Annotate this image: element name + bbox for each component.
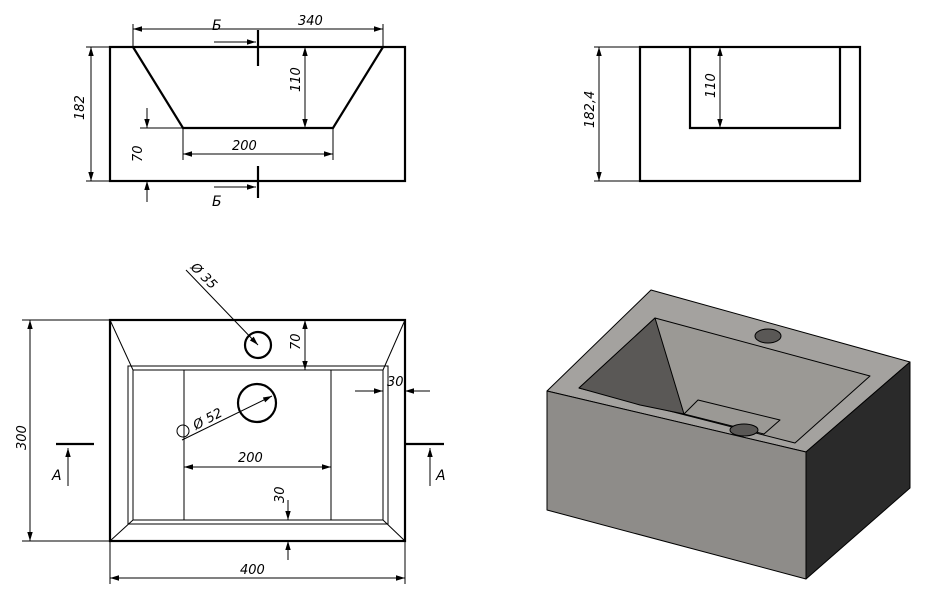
dim-inner-depth: 110 [289, 67, 304, 92]
side-outline [638, 45, 862, 183]
dim-inner-width: 200 [238, 451, 263, 466]
isometric-view [546, 289, 911, 580]
dim-height: 182 [73, 95, 88, 120]
front-basin-profile [132, 46, 384, 130]
section-mark-top: Б [212, 18, 222, 34]
dim-top-width: 340 [298, 14, 323, 29]
front-section-view: 340 110 182 70 200 Б Б [73, 14, 407, 210]
dim-wall: 30 [387, 375, 404, 390]
tap-hole [243, 330, 273, 360]
dim-side-height: 182,4 [583, 91, 598, 128]
sink-side-face [805, 361, 911, 580]
dim-bottom-wall: 30 [273, 486, 288, 503]
top-view: Ø 35 Ø 52 70 30 300 200 30 400 А [15, 260, 446, 584]
dim-side-inner-depth: 110 [704, 73, 719, 98]
front-outline [108, 45, 407, 183]
top-outer-rim [108, 318, 407, 543]
dim-tap-offset: 70 [289, 333, 304, 350]
iso-drain [729, 423, 759, 437]
section-mark-left: А [51, 468, 62, 484]
dim-bottom-width: 200 [232, 139, 257, 154]
dim-width: 400 [240, 563, 265, 578]
drain-hole [236, 382, 278, 424]
dim-drain-diameter: Ø 52 [190, 406, 225, 434]
dim-depth: 300 [15, 425, 30, 450]
side-basin-profile [688, 47, 842, 130]
top-basin-opening [132, 369, 384, 521]
iso-tap-hole [754, 328, 782, 344]
section-mark-bottom: Б [212, 194, 222, 210]
dim-bottom-offset: 70 [131, 145, 146, 162]
side-section-view: 182,4 110 [583, 45, 862, 183]
section-mark-right: А [435, 468, 446, 484]
